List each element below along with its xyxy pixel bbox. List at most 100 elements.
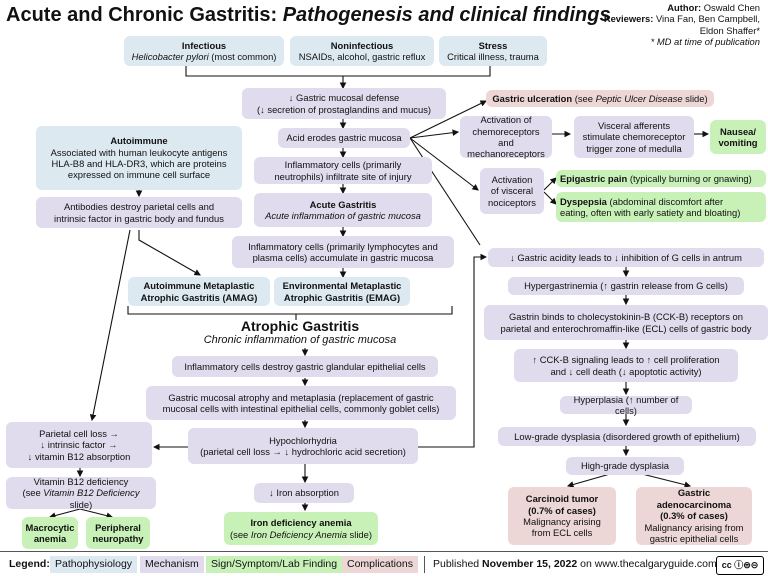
visceral-aff-1: Visceral afferents: [597, 119, 671, 131]
author-block: Author: Oswald Chen Reviewers: Vina Fan,…: [604, 2, 760, 48]
signaling-2: and ↓ cell death (↓ apoptotic activity): [550, 365, 702, 377]
published-2[interactable]: on www.thecalgaryguide.com: [577, 558, 717, 570]
footer-divider: [424, 556, 425, 573]
epigastric-pain-box: Epigastric pain (typically burning or gn…: [556, 170, 766, 187]
page-title: Acute and Chronic Gastritis: Pathogenesi…: [6, 4, 611, 27]
legend-label: Legend:: [9, 558, 50, 570]
autoimmune-text-2: HLA-B8 and HLA-DR3, which are proteins: [51, 158, 227, 169]
visceral-aff-2: stimulate chemoreceptor: [582, 131, 686, 143]
noninfectious-title: Noninfectious: [330, 39, 394, 51]
iron-deficiency-box: Iron deficiency anemia (see Iron Deficie…: [224, 512, 378, 545]
amag-1: Autoimmune Metaplastic: [143, 280, 255, 292]
ulceration-italic: Peptic Ulcer Disease: [595, 92, 683, 104]
infectious-italic: Helicobacter pylori: [131, 51, 209, 62]
hypochlorhydria-box: Hypochlorhydria (parietal cell loss → ↓ …: [188, 428, 418, 464]
epigastric-bold: Epigastric pain: [560, 172, 628, 184]
antibodies-1: Antibodies destroy parietal cells and: [63, 201, 215, 213]
cck-receptors-box: Gastrin binds to cholecystokinin-B (CCK-…: [484, 305, 768, 340]
destroy-cells-box: Inflammatory cells destroy gastric gland…: [172, 356, 438, 377]
antibodies-2: intrinsic factor in gastric body and fun…: [54, 212, 224, 224]
low-grade-dysplasia-box: Low-grade dysplasia (disordered growth o…: [498, 427, 756, 446]
hypo-1: Hypochlorhydria: [269, 434, 337, 446]
iron-def-bold: Iron deficiency anemia: [250, 517, 352, 529]
b12-def-2b: slide): [69, 498, 93, 510]
visc-noci-3: nociceptors: [488, 196, 536, 208]
carcinoid-1: Carcinoid tumor: [525, 493, 599, 505]
ulceration-bold: Gastric ulceration: [492, 92, 573, 104]
inflam-cells-box: Inflammatory cells (primarily neutrophil…: [254, 157, 432, 184]
noninfectious-box: Noninfectious NSAIDs, alcohol, gastric r…: [290, 36, 434, 66]
stress-title: Stress: [478, 39, 508, 51]
adeno-3: Malignancy arising from: [644, 521, 744, 533]
stress-box: Stress Critical illness, trauma: [439, 36, 547, 66]
emag-1: Environmental Metaplastic: [282, 280, 402, 292]
ulceration-rest-2: slide): [682, 92, 708, 104]
mucosal-defense-1: ↓ Gastric mucosal defense: [288, 92, 400, 104]
iron-absorption: ↓ Iron absorption: [269, 487, 339, 499]
b12-deficiency-box: Vitamin B12 deficiency (see Vitamin B12 …: [6, 475, 156, 510]
published-1: Published: [433, 558, 483, 570]
acute-title: Acute Gastritis: [309, 198, 377, 210]
cck-signaling-box: ↑ CCK-B signaling leads to ↑ cell prolif…: [514, 349, 738, 382]
parietal-2: ↓ intrinsic factor →: [40, 439, 118, 451]
b12-def-2a: (see: [22, 487, 44, 499]
footer: Legend: Pathophysiology Mechanism Sign/S…: [0, 551, 768, 576]
amag-box: Autoimmune Metaplastic Atrophic Gastriti…: [128, 277, 270, 306]
nausea-1: Nausea/: [720, 125, 756, 137]
mucosal-defense-2: (↓ secretion of prostaglandins and mucus…: [256, 103, 432, 115]
destroy-cells: Inflammatory cells destroy gastric gland…: [184, 360, 426, 372]
autoimmune-text-3: expressed on immune cell surface: [67, 169, 211, 181]
macrocytic-anemia-box: Macrocytic anemia: [22, 517, 78, 549]
periph-1: Peripheral: [95, 521, 141, 533]
nausea-2: vomiting: [718, 137, 758, 148]
cck-2: parietal and enterochromaffin-like (ECL)…: [500, 322, 752, 334]
acidity: ↓ Gastric acidity leads to ↓ inhibition …: [510, 251, 742, 263]
chronic-inflam-box: Inflammatory cells (primarily lymphocyte…: [232, 236, 454, 268]
adeno-1: Gastric adenocarcinoma: [656, 487, 732, 510]
atrophy-metaplasia-box: Gastric mucosal atrophy and metaplasia (…: [146, 386, 456, 420]
high-dysplasia: High-grade dysplasia: [580, 460, 670, 472]
reviewers-line1: Vina Fan, Ben Campbell,: [655, 13, 760, 25]
chronic-inflam-1: Inflammatory cells (primarily lymphocyte…: [248, 240, 438, 252]
gastric-acidity-box: ↓ Gastric acidity leads to ↓ inhibition …: [488, 248, 764, 267]
adenocarcinoma-box: Gastric adenocarcinoma (0.3% of cases) M…: [636, 487, 752, 545]
atrophic-sub: Chronic inflammation of gastric mucosa: [203, 334, 397, 347]
dyspepsia-box: Dyspepsia (abdominal discomfort after ea…: [556, 192, 766, 222]
infectious-title: Infectious: [181, 39, 227, 51]
hyperplasia: Hyperplasia (↑ number of cells): [573, 393, 679, 416]
dyspepsia-rest-2: eating, often with early satiety and blo…: [560, 207, 741, 218]
title-main: Acute and Chronic Gastritis:: [6, 4, 278, 26]
reviewers-note: * MD at time of publication: [650, 36, 760, 48]
legend-sign: Sign/Symptom/Lab Finding: [206, 556, 343, 573]
stress-text: Critical illness, trauma: [447, 51, 539, 62]
antibodies-box: Antibodies destroy parietal cells and in…: [36, 197, 242, 228]
b12-def-italic: Vitamin B12 Deficiency: [43, 487, 140, 499]
epigastric-rest: (typically burning or gnawing): [627, 172, 752, 184]
published-date: November 15, 2022: [482, 558, 578, 570]
amag-2: Atrophic Gastritis (AMAG): [140, 291, 258, 303]
hypo-2: (parietal cell loss → ↓ hydrochloric aci…: [200, 446, 406, 457]
legend-mechanism: Mechanism: [140, 556, 204, 573]
b12-def-1: Vitamin B12 deficiency: [33, 475, 129, 487]
hypergastrinemia-box: Hypergastrinemia (↑ gastrin release from…: [508, 277, 744, 295]
author-name: Oswald Chen: [703, 2, 760, 13]
carcinoid-tumor-box: Carcinoid tumor (0.7% of cases) Malignan…: [508, 487, 616, 545]
cc-license-icon[interactable]: cc ⓘ⊜⊝: [716, 556, 764, 575]
visc-noci-2: of visceral: [490, 185, 534, 197]
visc-noci-1: Activation: [491, 173, 533, 185]
mucosal-defense-box: ↓ Gastric mucosal defense (↓ secretion o…: [242, 88, 446, 119]
chemo-1: Activation of: [480, 114, 532, 126]
parietal-3: ↓ vitamin B12 absorption: [27, 450, 131, 462]
chemoreceptors-box: Activation of chemoreceptors and mechano…: [460, 114, 552, 160]
gastric-ulceration-box: Gastric ulceration (see Peptic Ulcer Dis…: [486, 90, 714, 107]
legend-complications: Complications: [342, 556, 418, 573]
acid-erodes-box: Acid erodes gastric mucosa: [278, 128, 410, 148]
infectious-rest: (most common): [211, 51, 277, 62]
ulceration-rest-1: (see: [574, 92, 596, 104]
macro-1: Macrocytic: [25, 521, 75, 533]
adeno-2: (0.3% of cases): [660, 510, 728, 522]
chemo-3: mechanoreceptors: [467, 148, 545, 160]
carcinoid-2: (0.7% of cases): [528, 504, 596, 516]
autoimmune-title: Autoimmune: [110, 135, 168, 147]
visceral-aff-3: trigger zone of medulla: [586, 142, 682, 154]
